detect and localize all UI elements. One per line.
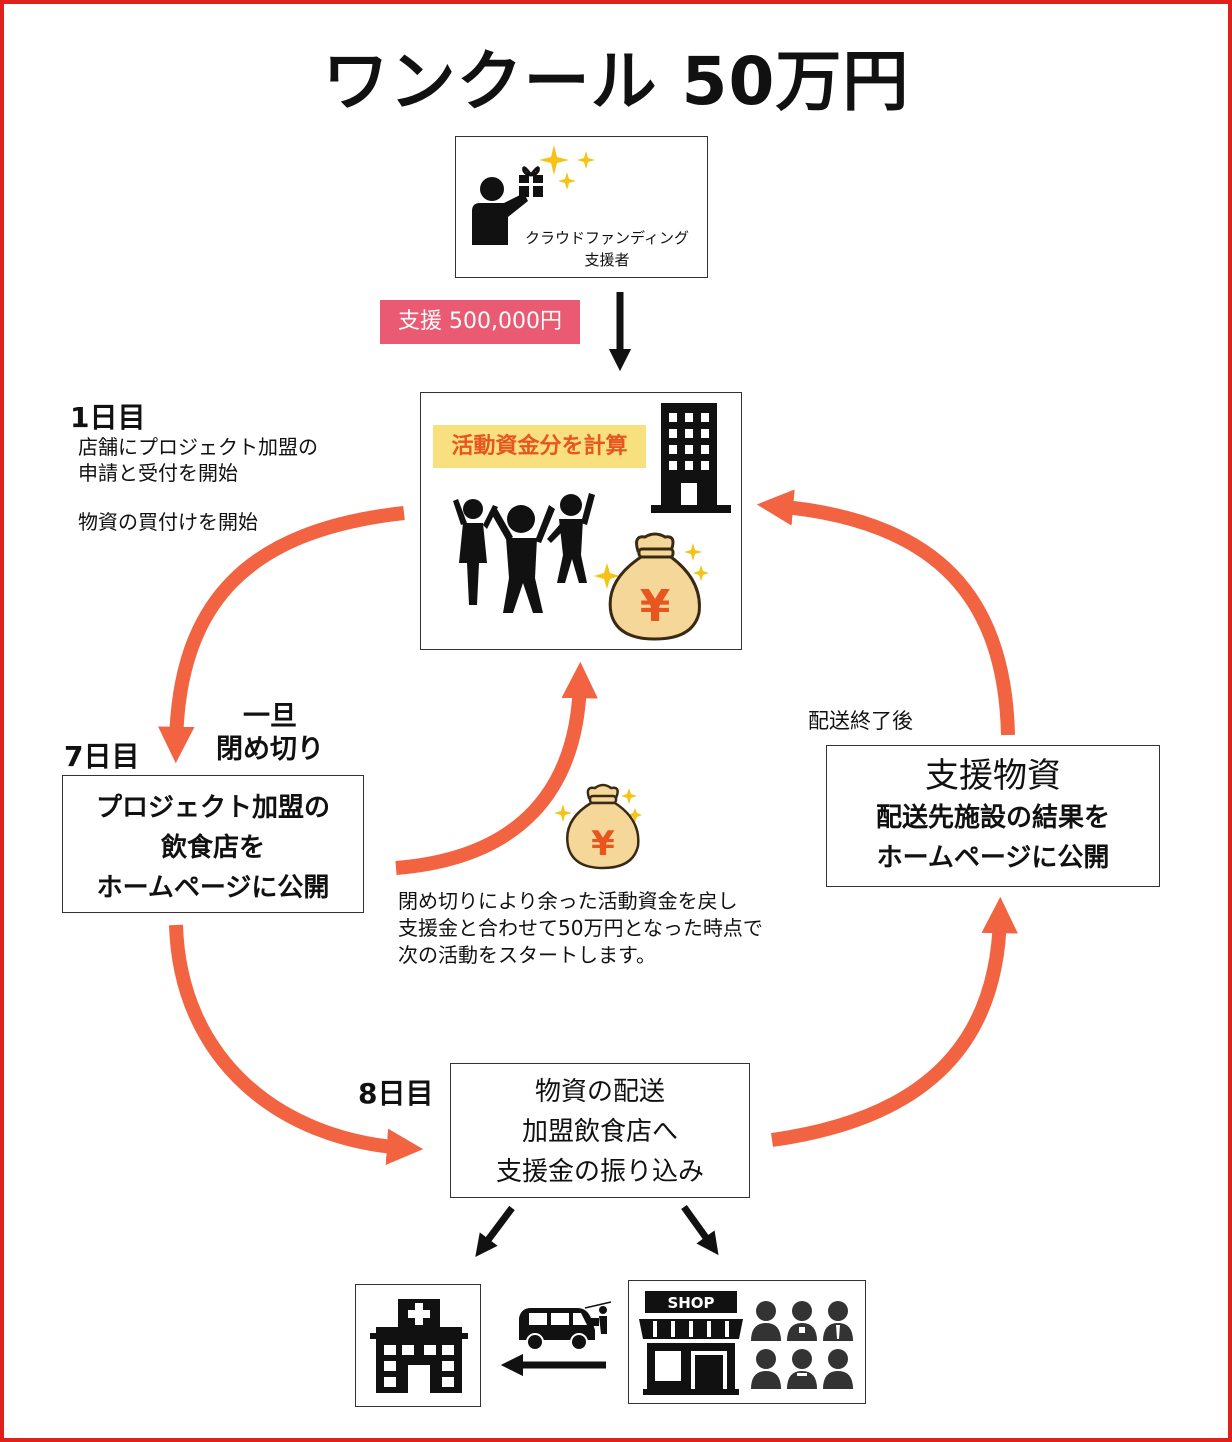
- day8-box: 物資の配送 加盟飲食店へ 支援金の振り込み: [450, 1063, 750, 1198]
- delivery-van-icon: [519, 1301, 612, 1351]
- return-note-line1: 閉め切りにより余った活動資金を戻し: [398, 889, 738, 913]
- arrow-day8-to-result: [771, 896, 1018, 1147]
- goods-result-title: 支援物資: [925, 756, 1061, 796]
- support-amount-label: 支援 500,000円: [380, 300, 580, 344]
- supporter-label-line1: クラウドファンディング: [525, 229, 689, 247]
- deadline-label: 一旦 閉め切り: [205, 700, 335, 766]
- day1-line3: 物資の買付けを開始: [78, 510, 258, 534]
- office-building-icon: [651, 403, 731, 513]
- cheering-people-icon: [453, 493, 595, 613]
- shop-sign: SHOP: [667, 1294, 714, 1312]
- arrow-hub-to-day7: [158, 506, 405, 764]
- svg-text:¥: ¥: [591, 824, 615, 864]
- svg-text:¥: ¥: [640, 581, 671, 632]
- arrow-result-to-hub: [756, 489, 1015, 736]
- day7-line1: プロジェクト加盟の: [95, 793, 330, 823]
- return-note: 閉め切りにより余った活動資金を戻し 支援金と合わせて50万円となった時点で 次の…: [398, 888, 763, 969]
- supporter-label: クラウドファンディング 支援者: [512, 227, 702, 271]
- return-yen-bag-icon: ¥: [554, 783, 642, 870]
- day1-label: 1日目: [70, 401, 146, 434]
- day1-line2: 申請と受付を開始: [78, 461, 238, 485]
- return-note-line3: 次の活動をスタートします。: [398, 943, 656, 967]
- supporter-box: クラウドファンディング 支援者: [455, 136, 708, 278]
- day8-line3: 支援金の振り込み: [495, 1157, 704, 1187]
- person-gift-icon: [472, 145, 595, 245]
- after-delivery-label: 配送終了後: [808, 709, 913, 733]
- deadline-line2: 閉め切り: [216, 734, 324, 765]
- day7-line2: 飲食店を: [160, 833, 265, 863]
- shop-box: SHOP: [628, 1280, 866, 1404]
- supporter-label-line2: 支援者: [584, 251, 630, 269]
- arrow-to-shop: [681, 1204, 719, 1256]
- goods-result-line2: 配送先施設の結果を: [875, 803, 1110, 833]
- hospital-icon: [370, 1299, 468, 1393]
- return-note-line2: 支援金と合わせて50万円となった時点で: [398, 916, 763, 940]
- day7-box: プロジェクト加盟の 飲食店を ホームページに公開: [62, 775, 364, 913]
- day1-line1: 店舗にプロジェクト加盟の: [78, 435, 318, 459]
- page-title: ワンクール 50万円: [322, 43, 910, 120]
- goods-result-line3: ホームページに公開: [876, 843, 1110, 873]
- arrow-return-to-hub: [395, 661, 598, 875]
- day8-line2: 加盟飲食店へ: [521, 1117, 678, 1147]
- day7-label: 7日目: [64, 740, 140, 773]
- staff-group-icon: [751, 1301, 853, 1389]
- day7-line3: ホームページに公開: [96, 873, 330, 903]
- day8-label: 8日目: [358, 1077, 434, 1110]
- arrow-day7-to-day8: [169, 924, 424, 1165]
- arrow-to-facility: [475, 1205, 515, 1257]
- day8-line1: 物資の配送: [534, 1077, 665, 1107]
- day1-description: 店舗にプロジェクト加盟の 申請と受付を開始: [78, 434, 318, 486]
- facility-box: [355, 1284, 481, 1407]
- deadline-line1: 一旦: [243, 701, 297, 732]
- yen-money-bag-icon: ¥: [594, 532, 709, 641]
- shop-icon: SHOP: [639, 1291, 743, 1395]
- hub-badge: 活動資金分を計算: [433, 425, 646, 468]
- goods-result-box: 支援物資 配送先施設の結果を ホームページに公開: [826, 745, 1160, 887]
